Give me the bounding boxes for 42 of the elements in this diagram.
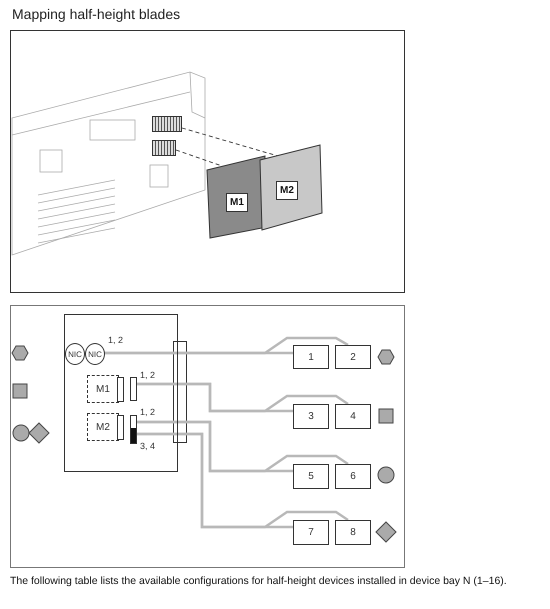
connector-line bbox=[104, 336, 349, 354]
connector-line bbox=[136, 432, 349, 528]
port-number-label: 3, 4 bbox=[140, 441, 156, 451]
board-connector bbox=[152, 140, 176, 156]
interconnect-bay-box bbox=[293, 404, 329, 429]
node-label: M2 bbox=[96, 422, 110, 432]
interconnect-bay-box bbox=[335, 404, 371, 429]
interconnect-bay-box bbox=[335, 520, 371, 545]
connector-line bbox=[136, 420, 349, 472]
mezzanine-card bbox=[260, 145, 322, 230]
interconnect-bay-box bbox=[293, 464, 329, 489]
node-label: 7 bbox=[308, 527, 314, 538]
node-label: 6 bbox=[350, 471, 356, 482]
node-label: M1 bbox=[96, 384, 110, 394]
card-label: M2 bbox=[276, 181, 298, 200]
interconnect-bay-box bbox=[335, 345, 371, 369]
interconnect-bay-box bbox=[293, 520, 329, 545]
node-label: 2 bbox=[350, 352, 356, 362]
interconnect-bay-box bbox=[293, 345, 329, 369]
port-number-label: 1, 2 bbox=[140, 370, 156, 380]
node-label: NIC bbox=[68, 350, 82, 358]
interconnect-bay-box bbox=[335, 464, 371, 489]
node-label: 4 bbox=[350, 411, 356, 422]
node-label: NIC bbox=[88, 350, 102, 358]
port-number-label: 1, 2 bbox=[140, 407, 156, 417]
caption: The following table lists the available configurations for half-height devices installed in device bay N (1–16). bbox=[10, 575, 508, 588]
dashed-alignment-line bbox=[176, 150, 222, 166]
port-number-label: 1, 2 bbox=[108, 335, 124, 345]
port-connector bbox=[130, 415, 137, 444]
title: Mapping half-height blades bbox=[12, 6, 180, 22]
node-label: 5 bbox=[308, 471, 314, 482]
port-connector bbox=[130, 377, 137, 401]
board-connector bbox=[152, 116, 182, 132]
node-label: 1 bbox=[308, 352, 314, 362]
blade-outline bbox=[64, 314, 178, 472]
nic-circle bbox=[65, 343, 85, 365]
connector-line bbox=[136, 382, 349, 412]
mezzanine-card bbox=[207, 156, 265, 238]
node-label: 8 bbox=[350, 527, 356, 538]
nic-circle bbox=[85, 343, 105, 365]
node-label: 3 bbox=[308, 411, 314, 422]
card-label: M1 bbox=[226, 193, 248, 212]
